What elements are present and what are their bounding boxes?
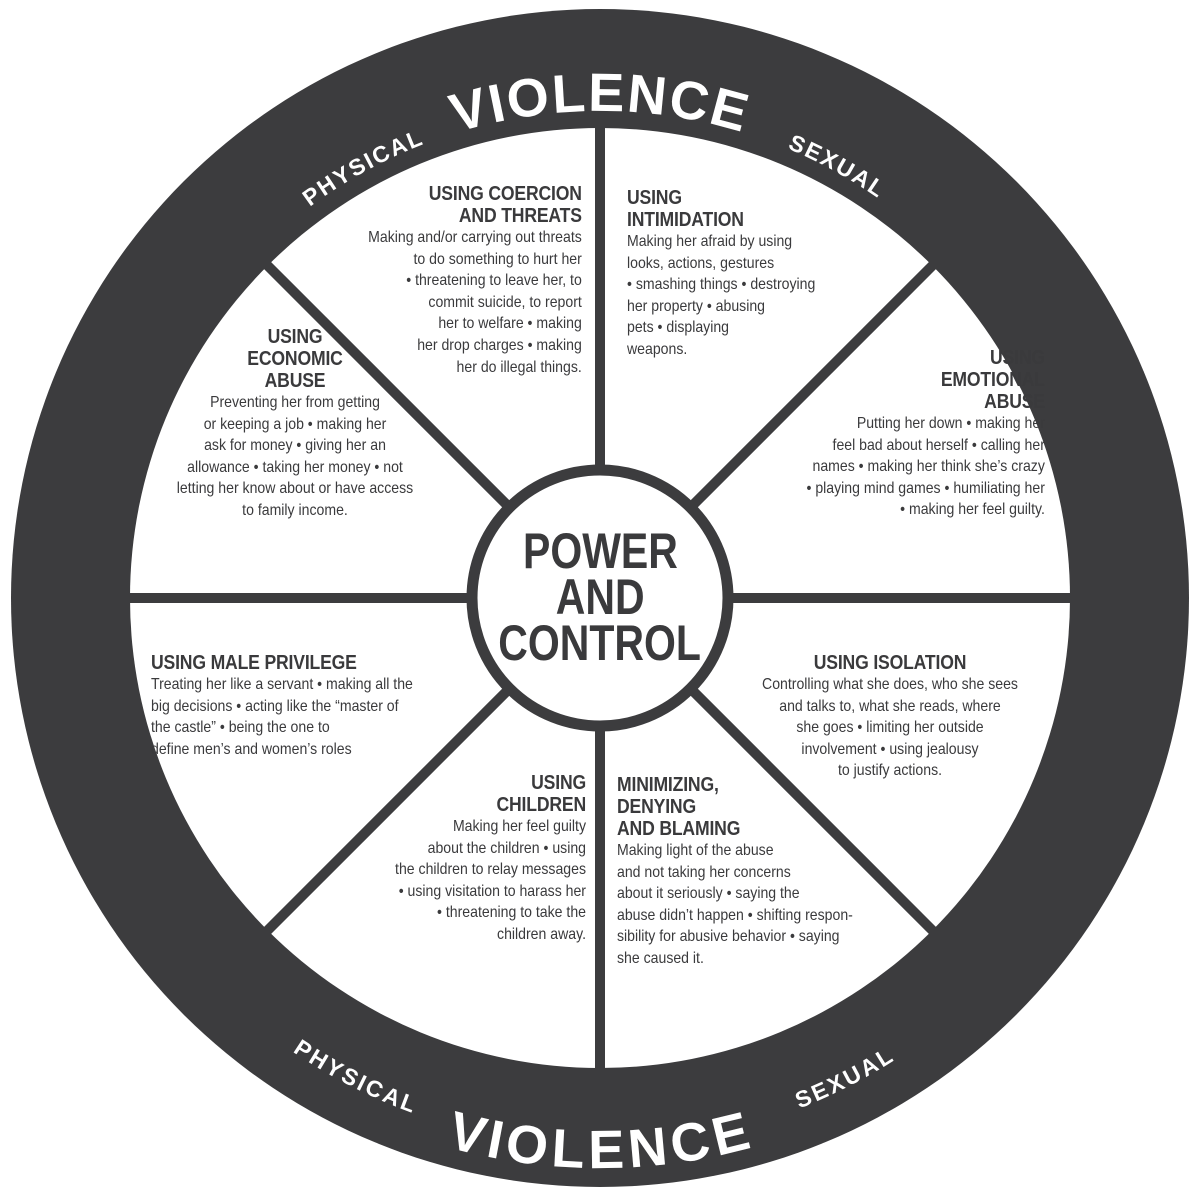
body-line: sibility for abusive behavior • saying bbox=[617, 928, 840, 946]
hub-line: POWER bbox=[522, 523, 678, 579]
body-line: the castle” • being the one to bbox=[151, 719, 330, 737]
hub-line: CONTROL bbox=[498, 615, 702, 671]
body-line: ask for money • giving her an bbox=[204, 437, 386, 455]
body-line: Putting her down • making her bbox=[856, 415, 1045, 432]
heading-line: USING bbox=[990, 347, 1045, 369]
body-line: • smashing things • destroying bbox=[627, 276, 816, 294]
body-line: • threatening to leave her, to bbox=[406, 272, 582, 290]
section-body: Preventing her from getting or keeping a … bbox=[130, 392, 460, 522]
body-line: abuse didn’t happen • shifting respon- bbox=[617, 906, 853, 924]
heading-line: AND BLAMING bbox=[617, 818, 741, 840]
section-body: Making light of the abuse and not taking … bbox=[617, 840, 885, 970]
body-line: or keeping a job • making her bbox=[203, 415, 387, 433]
body-line: weapons. bbox=[627, 340, 688, 358]
heading-line: USING bbox=[627, 187, 682, 209]
section-heading: USING MALE PRIVILEGE bbox=[151, 652, 413, 674]
section-body: Making her feel guilty about the children… bbox=[369, 816, 586, 946]
section-body: Treating her like a servant • making all… bbox=[151, 674, 449, 760]
body-line: big decisions • acting like the “master … bbox=[151, 697, 399, 715]
body-line: about it seriously • saying the bbox=[617, 885, 800, 903]
body-line: feel bad about herself • calling her bbox=[832, 436, 1045, 454]
section-body: Making and/or carrying out threats to do … bbox=[339, 227, 582, 378]
body-line: her to welfare • making bbox=[438, 315, 582, 333]
body-line: • playing mind games • humiliating her bbox=[806, 479, 1045, 497]
body-line: Making her feel guilty bbox=[452, 818, 586, 835]
section-male-privilege: USING MALE PRIVILEGE Treating her like a … bbox=[151, 652, 449, 760]
heading-line: CHILDREN bbox=[496, 794, 586, 816]
body-line: allowance • taking her money • not bbox=[187, 458, 403, 476]
body-line: commit suicide, to report bbox=[428, 293, 582, 311]
body-line: names • making her think she’s crazy bbox=[812, 458, 1045, 476]
heading-line: ECONOMIC bbox=[247, 348, 343, 370]
body-line: she goes • limiting her outside bbox=[796, 719, 984, 737]
body-line: to family income. bbox=[242, 501, 348, 519]
body-line: pets • displaying bbox=[627, 319, 729, 337]
body-line: • making her feel guilty. bbox=[900, 501, 1045, 519]
body-line: • using visitation to harass her bbox=[398, 882, 586, 900]
body-line: children away. bbox=[497, 925, 586, 943]
body-line: define men’s and women’s roles bbox=[151, 740, 352, 758]
heading-line: DENYING bbox=[617, 796, 696, 818]
section-body: Putting her down • making her feel bad ab… bbox=[774, 413, 1045, 521]
body-line: Controlling what she does, who she sees bbox=[762, 676, 1018, 693]
heading-line: EMOTIONAL bbox=[940, 369, 1045, 391]
heading-line: ABUSE bbox=[984, 391, 1045, 413]
body-line: her property • abusing bbox=[627, 297, 765, 315]
body-line: and talks to, what she reads, where bbox=[779, 697, 1001, 715]
heading-line: ABUSE bbox=[264, 370, 326, 392]
body-line: Preventing her from getting bbox=[210, 394, 380, 411]
heading-line: USING ISOLATION bbox=[813, 652, 967, 674]
body-line: Making light of the abuse bbox=[617, 842, 774, 859]
body-line: she caused it. bbox=[617, 949, 704, 967]
heading-line: USING bbox=[531, 772, 586, 794]
heading-line: INTIMIDATION bbox=[627, 209, 744, 231]
body-line: the children to relay messages bbox=[395, 861, 586, 879]
hub-circle bbox=[466, 464, 734, 732]
body-line: Treating her like a servant • making all… bbox=[151, 676, 413, 693]
heading-line: USING COERCION bbox=[428, 183, 582, 205]
body-line: her drop charges • making bbox=[417, 336, 582, 354]
body-line: letting her know about or have access bbox=[176, 480, 414, 498]
body-line: looks, actions, gestures bbox=[627, 254, 775, 272]
heading-line: AND THREATS bbox=[459, 205, 582, 227]
body-line: and not taking her concerns bbox=[617, 863, 791, 881]
hub-line: AND bbox=[555, 569, 645, 625]
body-line: to justify actions. bbox=[837, 762, 943, 780]
body-line: involvement • using jealousy bbox=[801, 740, 979, 758]
heading-line: USING MALE PRIVILEGE bbox=[151, 652, 357, 674]
body-line: Making and/or carrying out threats bbox=[368, 229, 582, 246]
body-line: Making her afraid by using bbox=[627, 233, 793, 250]
section-body: Controlling what she does, who she sees a… bbox=[725, 674, 1055, 782]
hub-title: POWER AND CONTROL bbox=[470, 467, 730, 727]
heading-line: MINIMIZING, bbox=[617, 774, 719, 796]
section-heading: USING ISOLATION bbox=[745, 652, 1035, 674]
body-line: her do illegal things. bbox=[456, 358, 582, 376]
section-body: Making her afraid by using looks, actions… bbox=[627, 231, 841, 361]
body-line: • threatening to take the bbox=[437, 904, 586, 922]
body-line: about the children • using bbox=[427, 839, 586, 857]
heading-line: USING bbox=[267, 326, 323, 348]
body-line: to do something to hurt her bbox=[413, 250, 582, 268]
